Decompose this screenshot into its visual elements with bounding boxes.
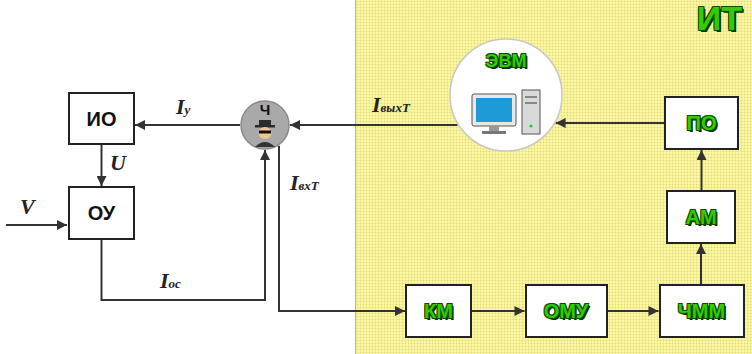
glasses — [259, 131, 271, 134]
node-label: Ч — [260, 102, 271, 119]
signal-arrow — [556, 122, 664, 124]
signal-arrow — [701, 150, 703, 190]
node-label: КМ — [414, 300, 463, 322]
power-led — [529, 124, 532, 127]
circle-shape — [241, 101, 289, 149]
process-box: ОУ — [68, 186, 135, 240]
process-box: КМ — [405, 284, 472, 338]
process-box: ПО — [664, 96, 739, 150]
node-label: ЭВМ — [476, 52, 537, 72]
signal-arrow — [279, 146, 405, 311]
hat-brim — [255, 125, 275, 128]
body — [255, 142, 275, 147]
signal-label: U — [110, 152, 126, 174]
node-label: ПО — [677, 112, 727, 134]
process-box: ЧММ — [659, 284, 745, 338]
drive-slot — [525, 96, 537, 98]
input-arrow — [6, 224, 67, 226]
signal-arrow — [608, 310, 659, 312]
signal-arrow — [135, 124, 240, 126]
node-label: ОМУ — [534, 300, 599, 322]
process-box: АМ — [666, 190, 736, 244]
monitor-stand — [489, 126, 499, 131]
node-label: ЧММ — [668, 300, 735, 322]
process-box: ИО — [68, 92, 135, 145]
signal-arrow — [700, 244, 702, 284]
system-region: ИТ ЭВМ ПО АМ КМ ОМУ ЧММ — [355, 0, 752, 354]
signal-label: V — [20, 196, 35, 218]
signal-arrow — [102, 150, 266, 300]
face — [259, 127, 272, 139]
circle-shape — [450, 39, 562, 151]
screen — [476, 98, 512, 122]
monitor-base — [482, 131, 506, 134]
signal-arrow — [472, 310, 525, 312]
monitor — [472, 94, 516, 126]
signal-arrow — [290, 124, 458, 126]
node-label: АМ — [675, 206, 726, 228]
hat-crown — [259, 120, 271, 126]
round-node: ЭВМ — [449, 38, 563, 152]
process-box: ОМУ — [525, 284, 608, 338]
round-node: Ч — [240, 100, 290, 150]
signal-arrow — [101, 145, 103, 186]
signal-label: Iос — [160, 270, 181, 292]
connector-group — [102, 123, 702, 311]
drive-slot — [525, 102, 537, 104]
signal-label: IвхT — [290, 172, 319, 194]
node-label: ИТ — [356, 0, 752, 37]
node-label: ОУ — [88, 202, 116, 224]
signal-label: Iу — [176, 96, 190, 118]
signal-label: IвыхT — [372, 94, 410, 116]
node-label: ИО — [87, 108, 117, 130]
system-unit — [522, 90, 540, 134]
